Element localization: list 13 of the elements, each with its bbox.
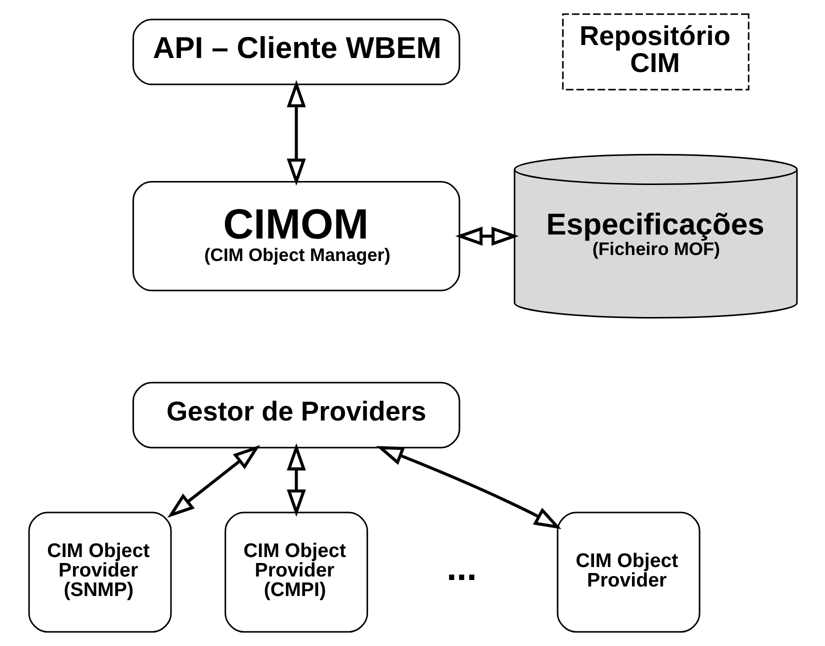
node-box: CIMOM (CIM Object Manager) — [132, 181, 460, 292]
node-box: CIM Object Provider (SNMP) — [28, 512, 172, 633]
arrow — [376, 446, 561, 530]
label: ... — [446, 547, 476, 588]
arrow — [286, 80, 306, 186]
arrow — [454, 226, 518, 246]
node-box: API – Cliente WBEM — [132, 18, 460, 86]
node-box: Repositório CIM — [562, 13, 749, 90]
arrow — [166, 444, 260, 518]
arrow — [286, 443, 306, 517]
node-box: CIM Object Provider — [556, 512, 700, 633]
node-box: CIM Object Provider (CMPI) — [224, 512, 368, 633]
node-box: Gestor de Providers — [132, 382, 460, 448]
